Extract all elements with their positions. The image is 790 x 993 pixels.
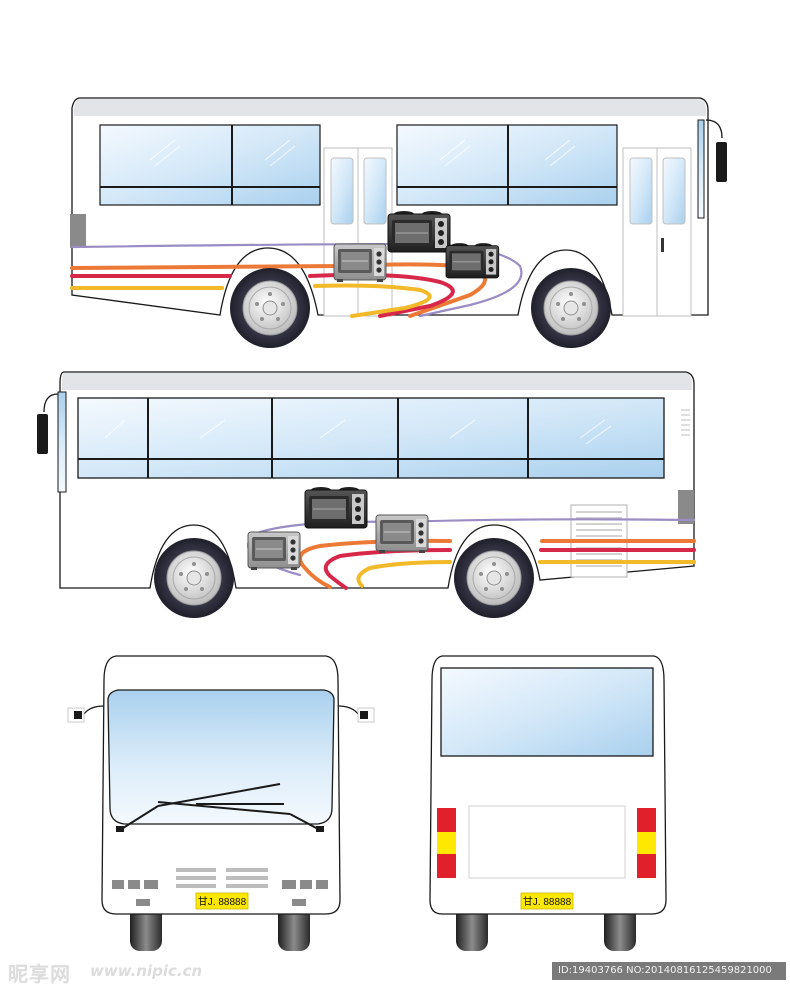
mirror-icon bbox=[705, 119, 727, 182]
tail-light-right bbox=[637, 808, 656, 878]
side-view-right-facing bbox=[70, 97, 727, 349]
wiper-icon bbox=[116, 783, 281, 832]
watermark-url: www.nipic.cn bbox=[90, 962, 203, 980]
watermark-id: ID:19403766 NO:20140816125459821000 bbox=[552, 962, 786, 980]
mirror-icon bbox=[337, 705, 375, 723]
toaster-oven-icon bbox=[375, 514, 429, 554]
mirror-icon bbox=[67, 705, 105, 723]
livery-stripes bbox=[246, 518, 696, 590]
license-plate bbox=[195, 892, 249, 910]
license-plate bbox=[520, 892, 574, 910]
rear-panel bbox=[468, 805, 626, 879]
rear-vent bbox=[678, 490, 694, 524]
wheel-icon bbox=[229, 267, 311, 349]
front-view: 甘J. 88888 bbox=[67, 655, 375, 951]
tail-light-left bbox=[437, 808, 456, 878]
watermark-logo: 昵享网 bbox=[8, 962, 71, 986]
tire bbox=[130, 905, 162, 951]
wheel-icon bbox=[530, 267, 612, 349]
plate-text: 甘J. 88888 bbox=[523, 895, 572, 908]
window bbox=[77, 397, 665, 479]
tire bbox=[456, 905, 488, 951]
roof-band bbox=[62, 373, 692, 390]
rear-vent bbox=[70, 214, 86, 248]
roof-band bbox=[74, 99, 706, 116]
wheel-icon bbox=[153, 537, 235, 619]
toaster-oven-icon bbox=[333, 243, 387, 283]
middle-door bbox=[323, 147, 393, 317]
headlights bbox=[112, 880, 328, 906]
toaster-oven-icon bbox=[304, 486, 368, 529]
mirror-icon bbox=[37, 393, 59, 454]
wheel-icon bbox=[453, 537, 535, 619]
toaster-oven-icon bbox=[387, 210, 451, 253]
front-grille bbox=[176, 868, 268, 888]
plate-text: 甘J. 88888 bbox=[198, 895, 247, 908]
toaster-oven-icon bbox=[247, 531, 301, 571]
toaster-oven-icon bbox=[445, 242, 500, 279]
front-door bbox=[622, 147, 692, 317]
rear-view: 甘J. 88888 bbox=[429, 655, 667, 951]
tire bbox=[278, 905, 310, 951]
window bbox=[99, 124, 321, 206]
rear-grille bbox=[681, 409, 690, 436]
rear-window bbox=[440, 667, 654, 757]
tire bbox=[604, 905, 636, 951]
windshield bbox=[107, 689, 335, 825]
window-row bbox=[99, 124, 618, 206]
side-view-left-facing bbox=[37, 371, 696, 619]
wiper-icon bbox=[157, 801, 324, 832]
window-row bbox=[77, 397, 665, 479]
